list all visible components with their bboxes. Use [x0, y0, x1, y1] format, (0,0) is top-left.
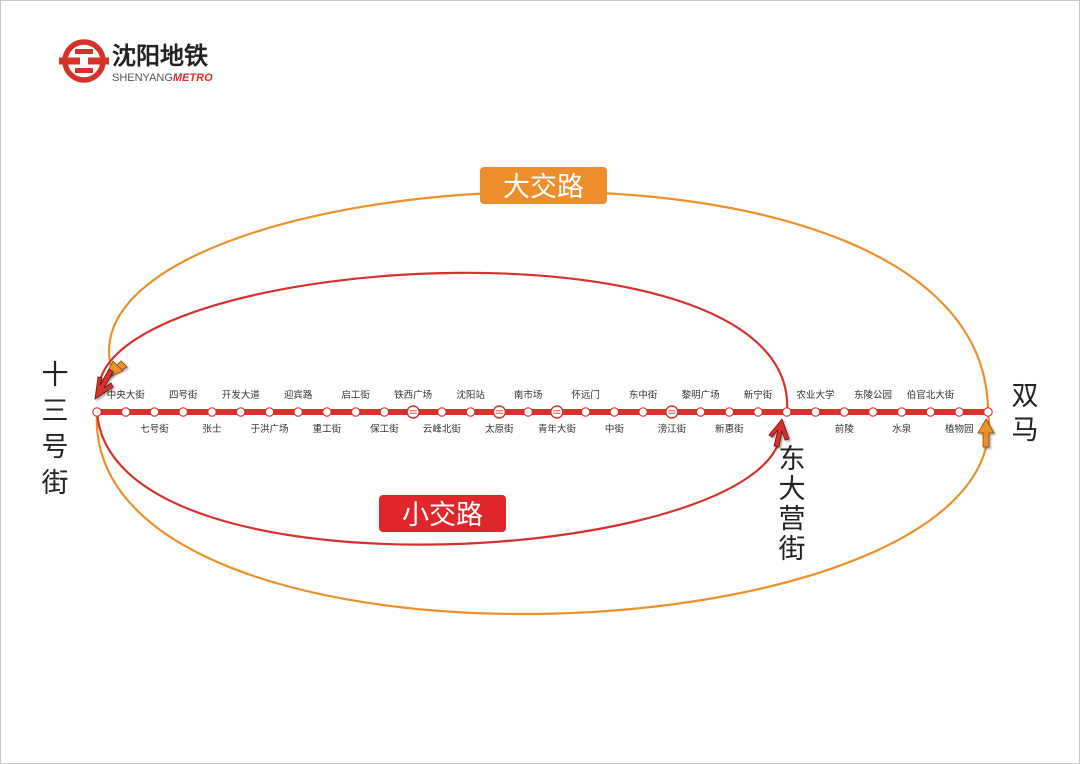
station-marker — [322, 407, 332, 417]
station-label: 太原街 — [485, 423, 514, 435]
station-marker — [724, 407, 735, 417]
station-label: 前陵 — [835, 423, 855, 435]
station-label: 中央大街 — [107, 389, 146, 401]
station-label: 迎宾路 — [284, 389, 313, 401]
station-marker — [983, 407, 993, 417]
station-marker — [120, 407, 131, 417]
station-label: 云峰北街 — [423, 423, 462, 435]
station-label: 中街 — [605, 423, 625, 435]
interchange-icon — [553, 410, 561, 414]
station-label: 东陵公园 — [854, 389, 892, 401]
station-marker — [753, 407, 763, 417]
red-arrow-west-icon — [94, 368, 114, 400]
short-route-badge: 小交路 — [379, 495, 506, 532]
station-label: 伯官北大街 — [907, 389, 955, 401]
station-label: 南市场 — [514, 389, 543, 401]
interchange-station-marker — [550, 405, 564, 419]
station-marker — [638, 407, 648, 417]
svg-text:SHENYANGMETRO: SHENYANGMETRO — [112, 72, 213, 84]
station-label: 铁西广场 — [394, 389, 432, 401]
station-marker — [350, 407, 361, 417]
station-label: 青年大街 — [538, 423, 577, 435]
station-marker — [897, 407, 907, 417]
station-label: 水泉 — [892, 423, 912, 435]
long-route-badge: 大交路 — [480, 167, 607, 204]
station-marker — [839, 407, 850, 417]
station-marker — [954, 407, 965, 417]
short-turn-terminal-label: 东大营街 — [779, 444, 806, 565]
interchange-station-marker — [406, 405, 420, 419]
station-label: 沈阳站 — [456, 389, 485, 401]
station-label: 怀远门 — [571, 389, 600, 401]
interchange-icon — [409, 410, 417, 414]
station-marker — [437, 407, 447, 417]
station-marker — [293, 407, 303, 417]
station-label: 于洪广场 — [250, 423, 288, 435]
station-label: 新惠街 — [715, 423, 744, 435]
station-marker — [925, 407, 936, 417]
long-route-loop — [107, 190, 990, 413]
station-label: 农业大学 — [797, 389, 835, 401]
station-label: 重工街 — [313, 423, 342, 435]
shenyang-metro-logo: 沈阳地铁 SHENYANGMETRO — [59, 39, 213, 84]
station-marker — [178, 407, 188, 417]
station-label: 黎明广场 — [682, 389, 720, 401]
long-route-label: 大交路 — [503, 172, 584, 203]
east-terminal-label: 双马 — [1012, 381, 1039, 446]
station-marker — [235, 407, 246, 417]
orange-arrow-east-icon — [977, 418, 995, 448]
interchange-icon — [668, 410, 676, 414]
short-route-loop-lower — [95, 411, 783, 546]
interchange-icon — [495, 410, 503, 414]
station-label: 东中街 — [629, 389, 658, 401]
station-marker — [810, 407, 821, 417]
station-marker — [379, 407, 390, 417]
station-marker — [580, 407, 591, 417]
station-label: 保工街 — [370, 423, 399, 435]
logo-chinese-name: 沈阳地铁 — [112, 42, 208, 70]
station-marker — [465, 407, 476, 417]
station-label: 滂江街 — [658, 423, 687, 435]
short-route-loop — [97, 271, 789, 413]
station-marker — [868, 407, 878, 417]
long-route-loop-lower — [95, 411, 990, 616]
red-arrow-east-icon — [768, 418, 790, 448]
logo-english-name: SHENYANG — [112, 72, 173, 84]
short-route-label: 小交路 — [402, 500, 483, 531]
station-label: 植物园 — [945, 423, 974, 435]
station-marker — [695, 407, 706, 417]
station-marker — [207, 407, 217, 417]
station-label: 启工街 — [341, 389, 370, 401]
station-label: 四号街 — [169, 389, 198, 401]
station-marker — [149, 407, 160, 417]
station-marker — [609, 407, 620, 417]
station-label: 张士 — [202, 423, 222, 435]
station-marker — [782, 407, 792, 417]
interchange-station-marker — [492, 405, 507, 419]
station-marker — [523, 407, 533, 417]
logo-metro-word: METRO — [173, 72, 213, 84]
station-label: 新宁街 — [744, 389, 773, 401]
west-terminal-label: 十三号街 — [42, 360, 69, 499]
metro-logo-icon — [59, 39, 109, 83]
station-marker — [92, 407, 102, 417]
station-marker — [264, 407, 275, 417]
station-label: 七号街 — [140, 423, 169, 435]
interchange-station-marker — [665, 405, 679, 419]
station-label: 开发大道 — [222, 389, 261, 401]
